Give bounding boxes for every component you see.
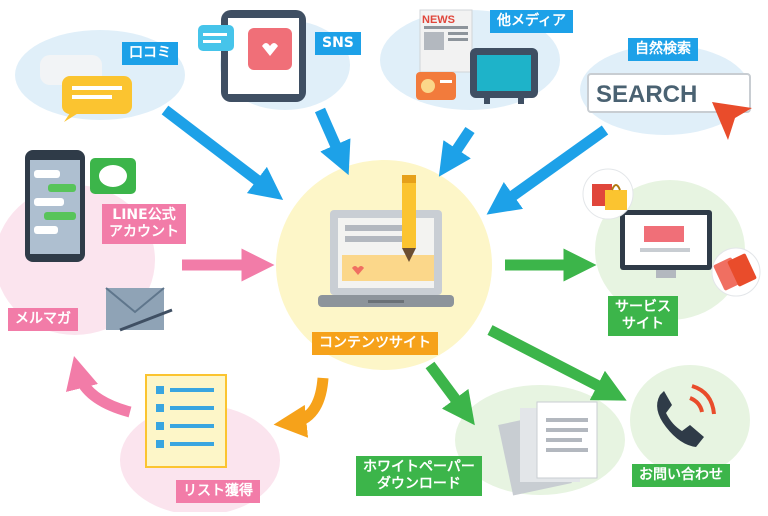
arrow-kuchikomi — [161, 105, 284, 200]
arrow-media — [438, 126, 475, 177]
label-kuchikomi: 口コミ — [122, 42, 178, 65]
pencil-icon — [402, 175, 416, 262]
line-phone-icon — [25, 150, 85, 262]
envelope-icon — [105, 287, 173, 332]
newspaper-icon — [419, 9, 473, 73]
label-service-site: サービス サイト — [608, 296, 678, 336]
telephone-icon — [657, 384, 716, 447]
label-line-official-line1: LINE公式 — [112, 207, 176, 223]
laptop-icon — [318, 210, 454, 307]
arrow-content-to-list — [273, 377, 329, 438]
label-other-media: 他メディア — [490, 10, 574, 33]
label-line-official-line2: アカウント — [109, 224, 179, 240]
sns-phone-icon — [198, 10, 306, 102]
ticket-icon — [711, 247, 761, 297]
arrow-sns — [314, 107, 351, 176]
shopping-bag-icon — [582, 168, 634, 220]
monitor-icon — [620, 210, 712, 278]
label-whitepaper-line1: ホワイトペーパー — [363, 459, 475, 475]
label-sns: SNS — [315, 32, 361, 55]
arrow-inquiry — [487, 325, 627, 401]
kuchikomi-chat-icon — [40, 55, 132, 122]
checklist-icon — [145, 374, 227, 468]
arrow-whitepaper — [425, 361, 475, 426]
line-chat-icon — [90, 158, 136, 194]
label-service-site-line2: サイト — [622, 316, 664, 332]
cursor-icon — [712, 102, 752, 140]
tv-icon — [470, 48, 538, 104]
radio-icon — [416, 72, 456, 100]
label-list: リスト獲得 — [176, 480, 260, 503]
label-inquiry: お問い合わせ — [632, 464, 730, 487]
label-whitepaper: ホワイトペーパー ダウンロード — [356, 456, 482, 496]
arrow-list-to-mailmag — [66, 355, 132, 418]
label-service-site-line1: サービス — [615, 299, 671, 315]
inquiry-blob — [630, 365, 750, 475]
search-bar-icon — [587, 73, 751, 113]
label-whitepaper-line2: ダウンロード — [376, 476, 461, 492]
search-text: SEARCH — [596, 81, 697, 108]
label-natural-search: 自然検索 — [628, 38, 698, 61]
label-content-site: コンテンツサイト — [312, 332, 438, 355]
arrow-search — [486, 125, 609, 215]
label-mailmag: メルマガ — [8, 308, 78, 331]
news-text: NEWS — [422, 14, 455, 26]
label-line-official: LINE公式 アカウント — [102, 204, 186, 244]
document-icon — [498, 401, 598, 496]
